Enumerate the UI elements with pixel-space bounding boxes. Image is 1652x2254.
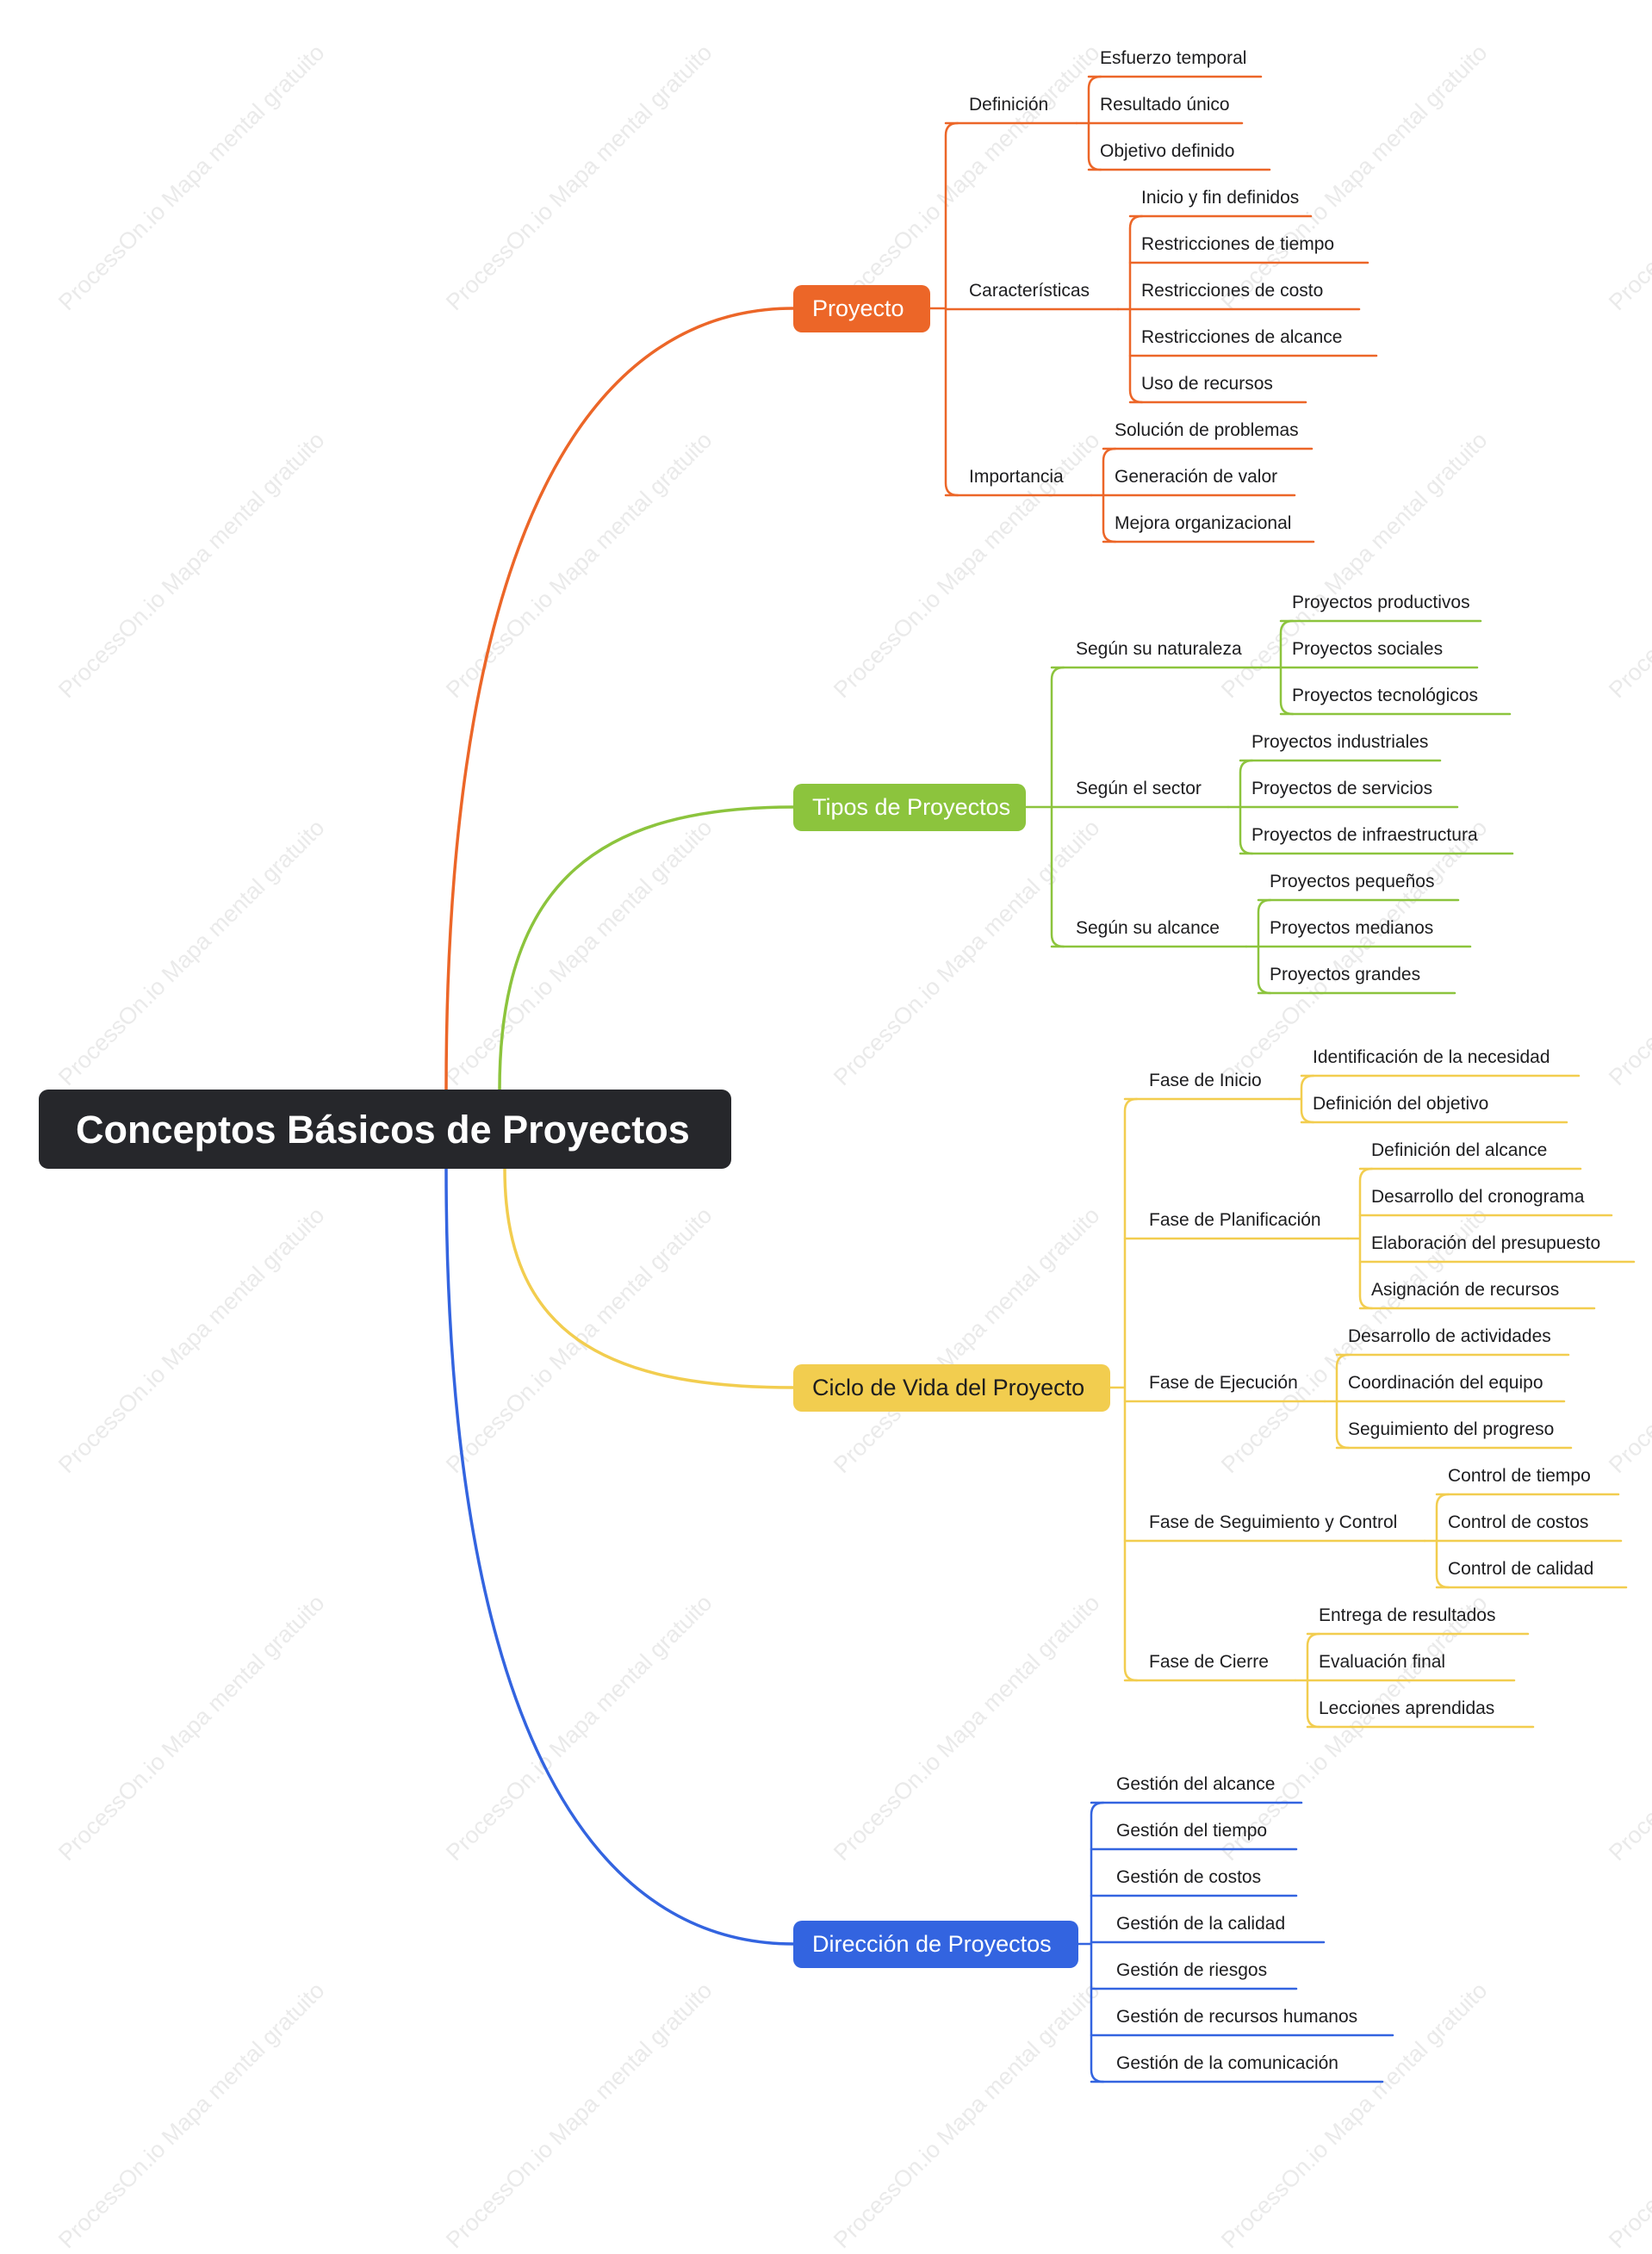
leaf-node-proyectos-productivos[interactable]: Proyectos productivos	[1292, 593, 1470, 612]
sub-node-segun-su-alcance[interactable]: Según su alcance	[1076, 918, 1220, 938]
leaf-node-gestion-del-alcance[interactable]: Gestión del alcance	[1116, 1774, 1276, 1794]
root-label: Conceptos Básicos de Proyectos	[76, 1107, 690, 1152]
sub-node-importancia[interactable]: Importancia	[969, 467, 1064, 487]
leaf-node-inicio-y-fin-definidos[interactable]: Inicio y fin definidos	[1141, 188, 1300, 208]
leaf-node-gestion-de-costos[interactable]: Gestión de costos	[1116, 1867, 1262, 1887]
leaf-node-proyectos-sociales[interactable]: Proyectos sociales	[1292, 639, 1444, 659]
branch-curve	[444, 1167, 795, 1946]
sub-node-fase-de-ejecucion[interactable]: Fase de Ejecución	[1149, 1373, 1298, 1393]
sub-node-fase-de-cierre[interactable]: Fase de Cierre	[1149, 1652, 1269, 1672]
leaf-node-proyectos-de-infraestructura[interactable]: Proyectos de infraestructura	[1251, 825, 1478, 845]
bracket-line	[1288, 1074, 1315, 1124]
leaf-node-control-de-tiempo[interactable]: Control de tiempo	[1448, 1466, 1591, 1486]
leaf-node-lecciones-aprendidas[interactable]: Lecciones aprendidas	[1319, 1698, 1495, 1718]
leaf-node-restricciones-de-alcance[interactable]: Restricciones de alcance	[1141, 327, 1343, 347]
sub-node-fase-de-inicio[interactable]: Fase de Inicio	[1149, 1071, 1262, 1090]
leaf-node-proyectos-tecnologicos[interactable]: Proyectos tecnológicos	[1292, 686, 1478, 705]
leaf-node-restricciones-de-tiempo[interactable]: Restricciones de tiempo	[1141, 234, 1335, 254]
root-node[interactable]: Conceptos Básicos de Proyectos	[39, 1090, 731, 1169]
leaf-node-gestion-de-recursos-humanos[interactable]: Gestión de recursos humanos	[1116, 2007, 1358, 2027]
sub-node-segun-el-sector[interactable]: Según el sector	[1076, 779, 1202, 798]
leaf-node-desarrollo-de-actividades[interactable]: Desarrollo de actividades	[1348, 1326, 1551, 1346]
leaf-node-proyectos-grandes[interactable]: Proyectos grandes	[1270, 965, 1421, 984]
connector-lines	[444, 75, 1636, 2083]
leaf-node-solucion-de-problemas[interactable]: Solución de problemas	[1115, 420, 1299, 440]
leaf-node-proyectos-de-servicios[interactable]: Proyectos de servicios	[1251, 779, 1433, 798]
sub-node-fase-de-seguimiento-y-control[interactable]: Fase de Seguimiento y Control	[1149, 1512, 1398, 1532]
branch-node-tipos-de-proyectos[interactable]: Tipos de Proyectos	[793, 784, 1026, 831]
sub-node-fase-de-planificacion[interactable]: Fase de Planificación	[1149, 1210, 1321, 1230]
leaf-node-identificacion-de-la-necesidad[interactable]: Identificación de la necesidad	[1313, 1047, 1550, 1067]
branch-curve	[498, 805, 795, 1091]
sub-node-segun-su-naturaleza[interactable]: Según su naturaleza	[1076, 639, 1242, 659]
branch-node-direccion-de-proyectos[interactable]: Dirección de Proyectos	[793, 1921, 1078, 1968]
leaf-node-elaboracion-del-presupuesto[interactable]: Elaboración del presupuesto	[1371, 1233, 1601, 1253]
leaf-node-evaluacion-final[interactable]: Evaluación final	[1319, 1652, 1446, 1672]
branch-node-ciclo-de-vida-del-proyecto[interactable]: Ciclo de Vida del Proyecto	[793, 1364, 1110, 1412]
leaf-node-control-de-costos[interactable]: Control de costos	[1448, 1512, 1589, 1532]
sub-node-caracteristicas[interactable]: Características	[969, 281, 1090, 301]
bracket-line	[1109, 1097, 1139, 1682]
leaf-node-entrega-de-resultados[interactable]: Entrega de resultados	[1319, 1605, 1496, 1625]
leaf-node-control-de-calidad[interactable]: Control de calidad	[1448, 1559, 1594, 1579]
leaf-node-gestion-de-riesgos[interactable]: Gestión de riesgos	[1116, 1960, 1268, 1980]
branch-curve	[444, 307, 795, 1091]
leaf-node-gestion-del-tiempo[interactable]: Gestión del tiempo	[1116, 1821, 1268, 1841]
sub-node-definicion[interactable]: Definición	[969, 95, 1049, 115]
leaf-node-esfuerzo-temporal[interactable]: Esfuerzo temporal	[1100, 48, 1247, 68]
leaf-node-definicion-del-alcance[interactable]: Definición del alcance	[1371, 1140, 1548, 1160]
leaf-node-proyectos-medianos[interactable]: Proyectos medianos	[1270, 918, 1434, 938]
leaf-node-asignacion-de-recursos[interactable]: Asignación de recursos	[1371, 1280, 1560, 1300]
leaf-node-mejora-organizacional[interactable]: Mejora organizacional	[1115, 513, 1292, 533]
leaf-node-seguimiento-del-progreso[interactable]: Seguimiento del progreso	[1348, 1419, 1555, 1439]
bracket-line	[1346, 1167, 1374, 1310]
leaf-node-restricciones-de-costo[interactable]: Restricciones de costo	[1141, 281, 1324, 301]
leaf-node-generacion-de-valor[interactable]: Generación de valor	[1115, 467, 1278, 487]
leaf-node-proyectos-pequenos[interactable]: Proyectos pequeños	[1270, 872, 1435, 891]
leaf-node-objetivo-definido[interactable]: Objetivo definido	[1100, 141, 1235, 161]
leaf-node-gestion-de-la-comunicacion[interactable]: Gestión de la comunicación	[1116, 2053, 1338, 2073]
leaf-node-proyectos-industriales[interactable]: Proyectos industriales	[1251, 732, 1429, 752]
leaf-node-resultado-unico[interactable]: Resultado único	[1100, 95, 1230, 115]
leaf-node-gestion-de-la-calidad[interactable]: Gestión de la calidad	[1116, 1914, 1286, 1934]
branch-curve	[503, 1167, 795, 1389]
leaf-node-definicion-del-objetivo[interactable]: Definición del objetivo	[1313, 1094, 1489, 1114]
leaf-node-coordinacion-del-equipo[interactable]: Coordinación del equipo	[1348, 1373, 1543, 1393]
branch-node-proyecto[interactable]: Proyecto	[793, 285, 930, 332]
leaf-node-uso-de-recursos[interactable]: Uso de recursos	[1141, 374, 1273, 394]
leaf-node-desarrollo-del-cronograma[interactable]: Desarrollo del cronograma	[1371, 1187, 1585, 1207]
